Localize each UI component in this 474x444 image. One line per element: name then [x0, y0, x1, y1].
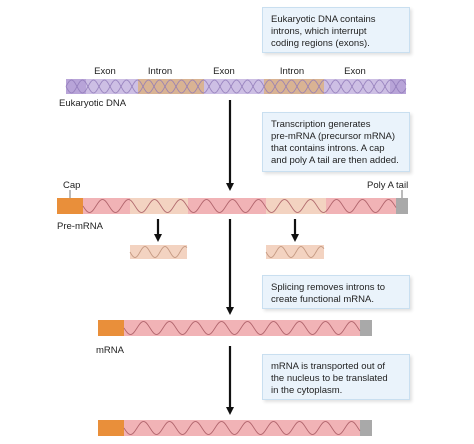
dna-end-left [66, 79, 86, 94]
poly-a-tail-label: Poly A tail [367, 180, 409, 191]
pre-mrna-wave [82, 199, 397, 213]
mrna-strand [98, 320, 372, 336]
dna-label: Eukaryotic DNA [59, 98, 127, 109]
pre-mrna-label: Pre-mRNA [57, 221, 103, 232]
dna-segment-label-exon-1: Exon [94, 66, 116, 77]
cytoplasm-mrna-strand [98, 420, 372, 436]
dna-segment-label-exon-3: Exon [344, 66, 366, 77]
dna-segment-label-intron-2: Intron [279, 66, 305, 77]
dna-helix-strand-2 [65, 79, 407, 94]
dna-exon-3 [324, 79, 390, 94]
pre-mrna-exon-1 [83, 198, 130, 214]
dna-segment-label-exon-2: Exon [213, 66, 235, 77]
dna-segment-label-intron-1: Intron [147, 66, 173, 77]
pre-mrna-strand [57, 198, 408, 214]
dna-intron-2 [264, 79, 324, 94]
pre-mrna-poly-a-tail [396, 198, 408, 214]
dna-strand [65, 79, 407, 94]
note-transport: mRNA is transported out of the nucleus t… [262, 354, 410, 400]
dna-exon-2 [204, 79, 264, 94]
dna-intron-1 [138, 79, 204, 94]
pre-mrna-cap [57, 198, 83, 214]
dna-exon-1 [86, 79, 138, 94]
note-splicing: Splicing removes introns to create funct… [262, 275, 410, 309]
excised-intron-1 [129, 245, 188, 259]
mrna-label: mRNA [96, 345, 124, 356]
note-dna-introns: Eukaryotic DNA contains introns, which i… [262, 7, 410, 53]
cap-label: Cap [63, 180, 81, 191]
dna-helix-strand-1 [65, 79, 407, 94]
excised-intron-2 [265, 245, 325, 259]
pre-mrna-exon-3 [326, 198, 396, 214]
pre-mrna-intron-1 [130, 198, 188, 214]
note-transcription: Transcription generates pre-mRNA (precur… [262, 112, 410, 172]
pre-mrna-exon-2 [188, 198, 266, 214]
